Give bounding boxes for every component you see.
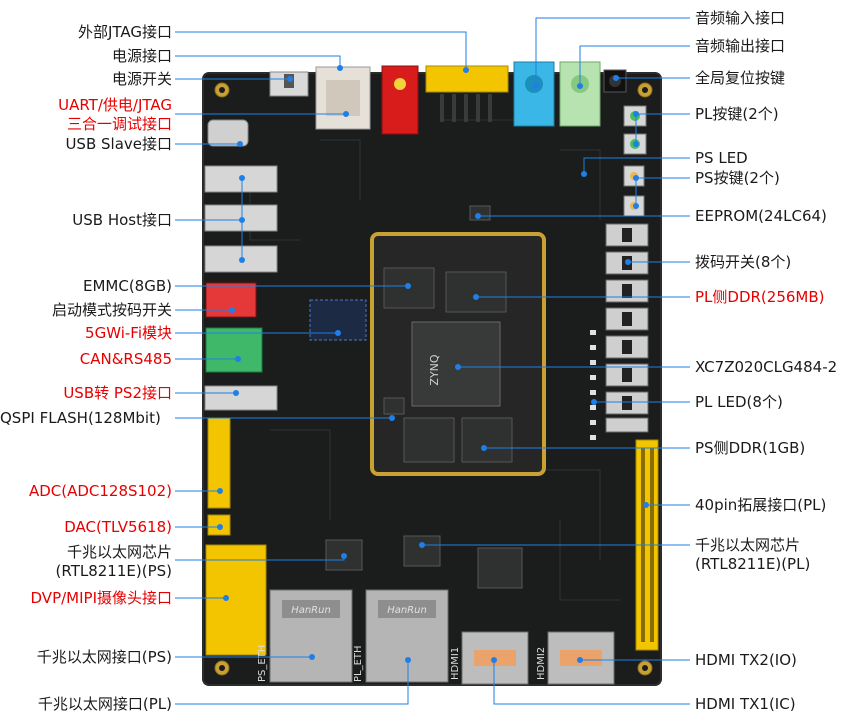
label-usb-ps2: USB转 PS2接口 [63, 384, 172, 402]
adc-header [207, 417, 231, 509]
ps-eth-silk: PS_ETH [257, 645, 268, 682]
label-audio-in: 音频输入接口 [695, 9, 786, 27]
label-uart-line1: UART/供电/JTAG [58, 96, 172, 114]
label-wifi: 5GWi-Fi模块 [85, 324, 172, 342]
label-eth-chip-pl-2: (RTL8211E)(PL) [695, 555, 811, 573]
label-dip: 拨码开关(8个) [695, 253, 792, 271]
label-boot-switch: 启动模式按码开关 [51, 301, 172, 319]
leader-dots [217, 65, 649, 663]
label-eth-chip-ps-1: 千兆以太网芯片 [66, 543, 172, 561]
dvp-header [205, 544, 267, 656]
leader-lines [175, 17, 690, 705]
label-uart-line2: 三合一调试接口 [66, 115, 172, 133]
label-usb-host: USB Host接口 [72, 211, 172, 229]
label-adc: ADC(ADC128S102) [28, 482, 172, 500]
label-pl-led: PL LED(8个) [695, 393, 783, 411]
red-connector [381, 65, 419, 135]
hdmi1-silk: HDMI1 [450, 647, 461, 680]
hdmi2-silk: HDMI2 [536, 647, 547, 680]
hanrun-silk-1: HanRun [291, 605, 331, 616]
pl-eth-silk: PL_ETH [353, 645, 364, 682]
label-hdmi-tx1: HDMI TX1(IC) [695, 695, 796, 713]
pl-leds [590, 330, 596, 440]
label-pl-key: PL按键(2个) [695, 105, 779, 123]
dip-switches [605, 223, 649, 433]
label-power-switch: 电源开关 [111, 70, 172, 88]
label-dvp: DVP/MIPI摄像头接口 [30, 589, 172, 607]
ps-ddr-chip-2 [461, 417, 513, 463]
label-eth-port-pl: 千兆以太网接口(PL) [37, 695, 172, 713]
label-hdmi-tx2: HDMI TX2(IO) [695, 651, 797, 669]
label-dac: DAC(TLV5618) [64, 518, 172, 536]
label-qspi: QSPI FLASH(128Mbit) [0, 409, 161, 427]
audio-in-jack [513, 61, 555, 127]
pl-ddr-chip [445, 271, 507, 313]
label-pl-ddr: PL侧DDR(256MB) [695, 288, 825, 306]
label-emmc: EMMC(8GB) [83, 277, 172, 295]
label-ext-jtag: 外部JTAG接口 [77, 23, 172, 41]
label-eeprom: EEPROM(24LC64) [695, 207, 827, 225]
eth-chip-pl [403, 535, 441, 567]
ps-ddr-chip-1 [403, 417, 455, 463]
label-pin40: 40pin拓展接口(PL) [695, 496, 827, 514]
qspi-chip [383, 397, 405, 415]
usb-slave-port [207, 119, 249, 147]
label-eth-chip-pl-1: 千兆以太网芯片 [695, 536, 801, 554]
label-soc: XC7Z020CLG484-2 [695, 358, 838, 376]
label-ps-key: PS按键(2个) [695, 169, 780, 187]
label-eth-chip-ps-2: (RTL8211E)(PS) [55, 562, 172, 580]
usb-ps2-port [204, 385, 278, 411]
label-usb-slave: USB Slave接口 [65, 135, 172, 153]
soc-chip [411, 321, 501, 407]
can-connector [205, 327, 263, 373]
hanrun-silk-2: HanRun [387, 605, 427, 616]
label-ps-ddr: PS侧DDR(1GB) [695, 439, 806, 457]
label-audio-out: 音频输出接口 [695, 37, 786, 55]
label-reset: 全局复位按键 [695, 69, 786, 87]
misc-chip-1 [477, 547, 523, 589]
label-ps-led: PS LED [695, 149, 748, 167]
label-eth-port-ps: 千兆以太网接口(PS) [36, 648, 172, 666]
label-can: CAN&RS485 [79, 350, 172, 368]
label-power-port: 电源接口 [111, 47, 172, 65]
zynq-silk: ZYNQ [428, 354, 441, 385]
